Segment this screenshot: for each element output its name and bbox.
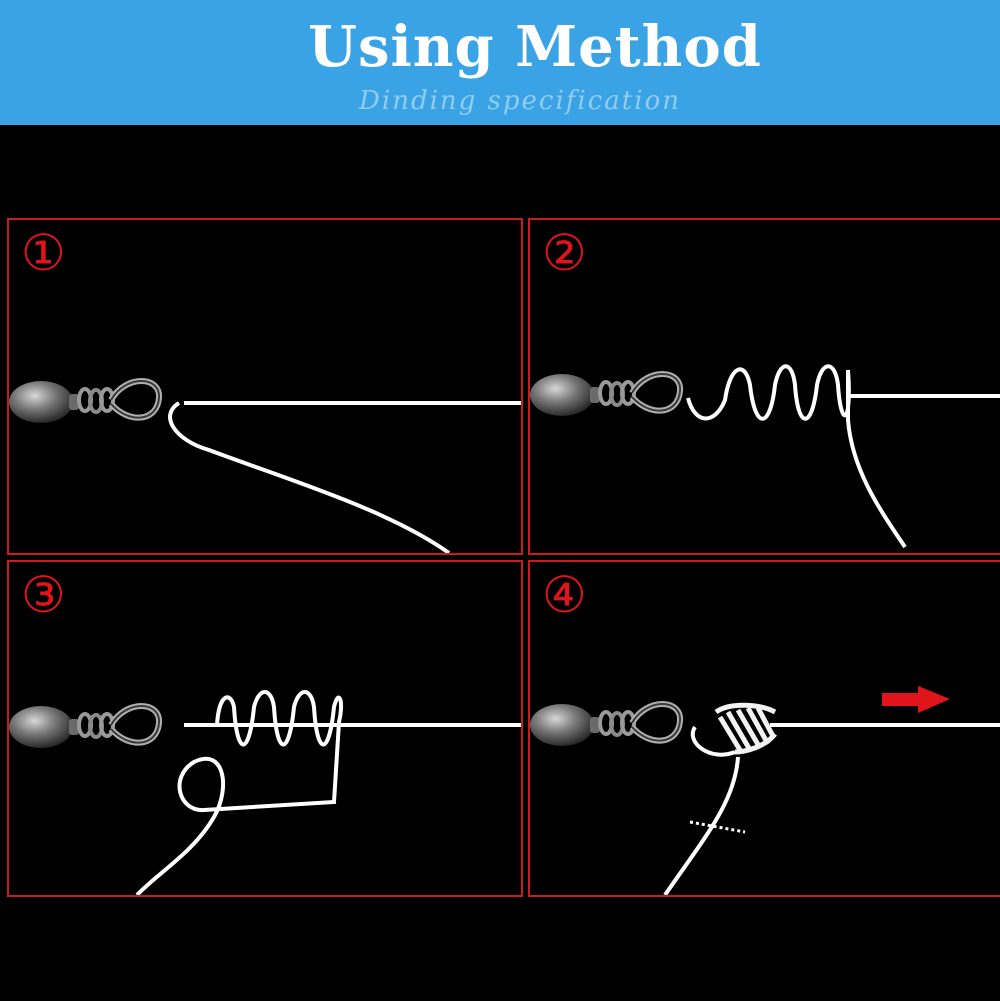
swivel-icon [9,706,159,748]
step-1-panel: ① [7,218,523,555]
page-title: Using Method [308,14,762,80]
step-2-illustration [530,364,1000,549]
swivel-icon [530,374,680,416]
step-1-illustration [9,220,521,553]
step-3-illustration [9,690,521,895]
step-number-3: ③ [21,566,66,624]
step-number-2: ② [542,224,587,282]
swivel-icon [530,704,680,746]
step-2-panel: ② [528,218,1000,555]
step-4-panel: ④ [528,560,1000,897]
page-subtitle: Dinding specification [359,86,681,116]
step-4-illustration [530,686,1000,895]
step-number-1: ① [21,224,66,282]
header-banner: Using Method Dinding specification [0,0,1000,125]
arrow-right-icon [882,686,950,713]
swivel-icon [9,381,159,423]
step-3-panel: ③ [7,560,523,897]
step-number-4: ④ [542,566,587,624]
